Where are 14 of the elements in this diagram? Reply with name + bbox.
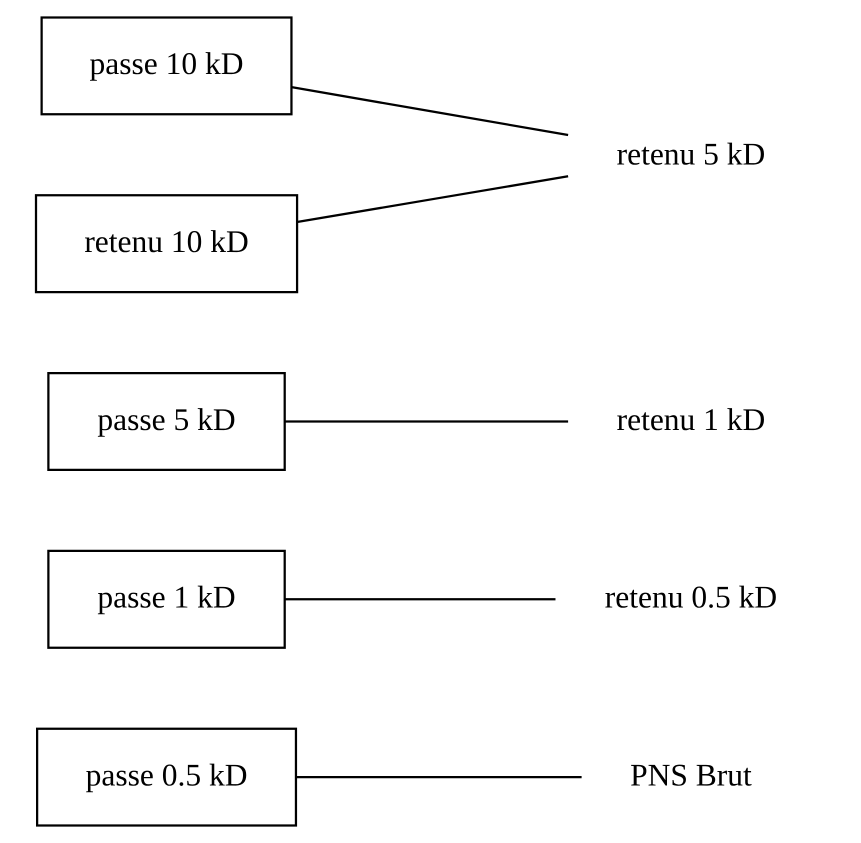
connector <box>284 420 568 423</box>
node-box: passe 0.5 kD <box>36 728 297 827</box>
node-text: retenu 0.5 kD <box>604 580 777 615</box>
connector <box>292 86 568 136</box>
connector <box>284 598 555 600</box>
node-text: PNS Brut <box>630 757 752 792</box>
connector <box>296 776 582 778</box>
connector <box>297 175 568 224</box>
node-text: retenu 5 kD <box>616 136 765 172</box>
node-box: passe 1 kD <box>46 550 286 649</box>
node-text: retenu 1 kD <box>616 402 765 437</box>
node-box: passe 10 kD <box>40 16 292 116</box>
node-box: retenu 10 kD <box>34 194 298 294</box>
node-box: passe 5 kD <box>46 372 286 472</box>
